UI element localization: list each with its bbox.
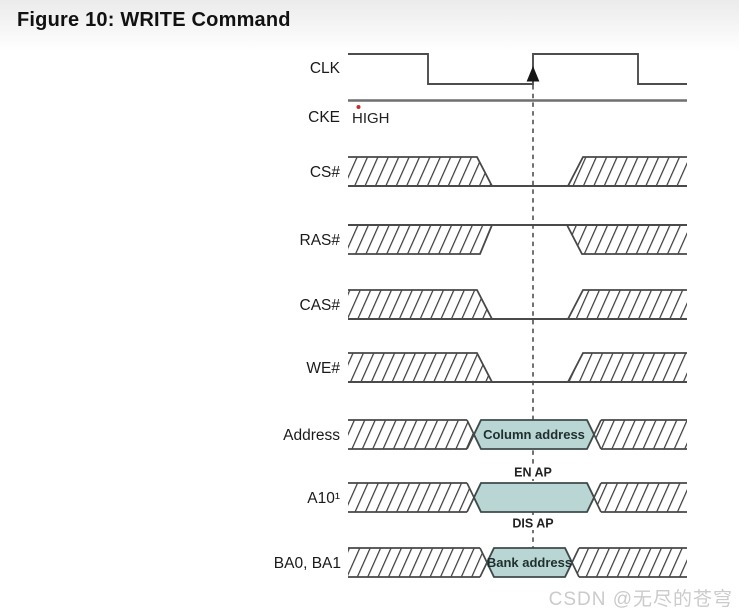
column-address-value: Column address [483,427,585,442]
cs-dontcare-right [568,157,687,186]
we-dontcare-right [568,353,687,382]
ras-dontcare-right [567,225,687,254]
ba-dontcare-right [572,548,687,577]
cs-dontcare-left [348,157,492,186]
en-ap-backplate [503,464,563,479]
a10-dontcare-right [594,483,687,512]
signal-label-we: WE# [306,360,340,377]
ras-edge-left [348,224,493,255]
revision-marker-dot [356,105,361,109]
rising-edge-arrow-icon [526,66,540,82]
we-edge-left [348,352,493,383]
figure-title: Figure 10: WRITE Command [17,9,291,31]
ras-edge-right [566,224,687,255]
signal-row-we: WE# [306,352,687,383]
signal-label-ba: BA0, BA1 [274,555,341,572]
cke-level-note: HIGH [352,110,390,127]
ras-dontcare-left [348,225,492,254]
signal-row-ba: BA0, BA1 Bank address [274,547,687,578]
signal-row-address: Address Column address [283,419,687,450]
signal-row-cas: CAS# [300,289,687,320]
signal-label-clk: CLK [310,60,341,77]
cas-edge-left [348,289,493,320]
signal-row-ras: RAS# [300,224,687,255]
cas-dontcare-right [568,290,687,319]
address-dontcare-left [348,420,474,449]
signal-row-clk: CLK [310,53,687,85]
cas-dontcare-left [348,290,492,319]
en-ap-annotation: EN AP [514,466,552,480]
signal-row-a10: A10¹ EN AP DIS AP [307,464,687,531]
cs-edge-left [348,156,493,187]
we-edge-right [567,352,687,383]
signal-label-cke: CKE [308,109,340,126]
title-gradient-strip [0,0,739,52]
cs-edge-right [567,156,687,187]
clk-waveform [348,53,687,85]
signal-label-cs: CS# [310,164,341,181]
ba-dontcare-left [348,548,487,577]
signal-label-a10: A10¹ [307,490,340,507]
ba-band-edges [348,547,687,578]
signal-label-cas: CAS# [300,297,341,314]
a10-bus-shape [473,482,595,513]
address-band-edges [348,419,687,450]
bank-address-value: Bank address [487,555,572,570]
watermark: CSDN @无尽的苍穹 [548,589,733,610]
dis-ap-backplate [500,515,566,530]
signal-row-cke: CKE HIGH [308,99,687,127]
bank-address-bus-shape [486,547,573,578]
a10-band-edges [348,482,687,513]
address-dontcare-right [594,420,687,449]
signal-label-ras: RAS# [300,232,341,249]
column-address-bus-shape [473,419,595,450]
signal-row-cs: CS# [310,156,687,187]
signal-label-address: Address [283,427,340,444]
cas-edge-right [567,289,687,320]
a10-dontcare-left [348,483,474,512]
dis-ap-annotation: DIS AP [512,517,553,531]
we-dontcare-left [348,353,492,382]
